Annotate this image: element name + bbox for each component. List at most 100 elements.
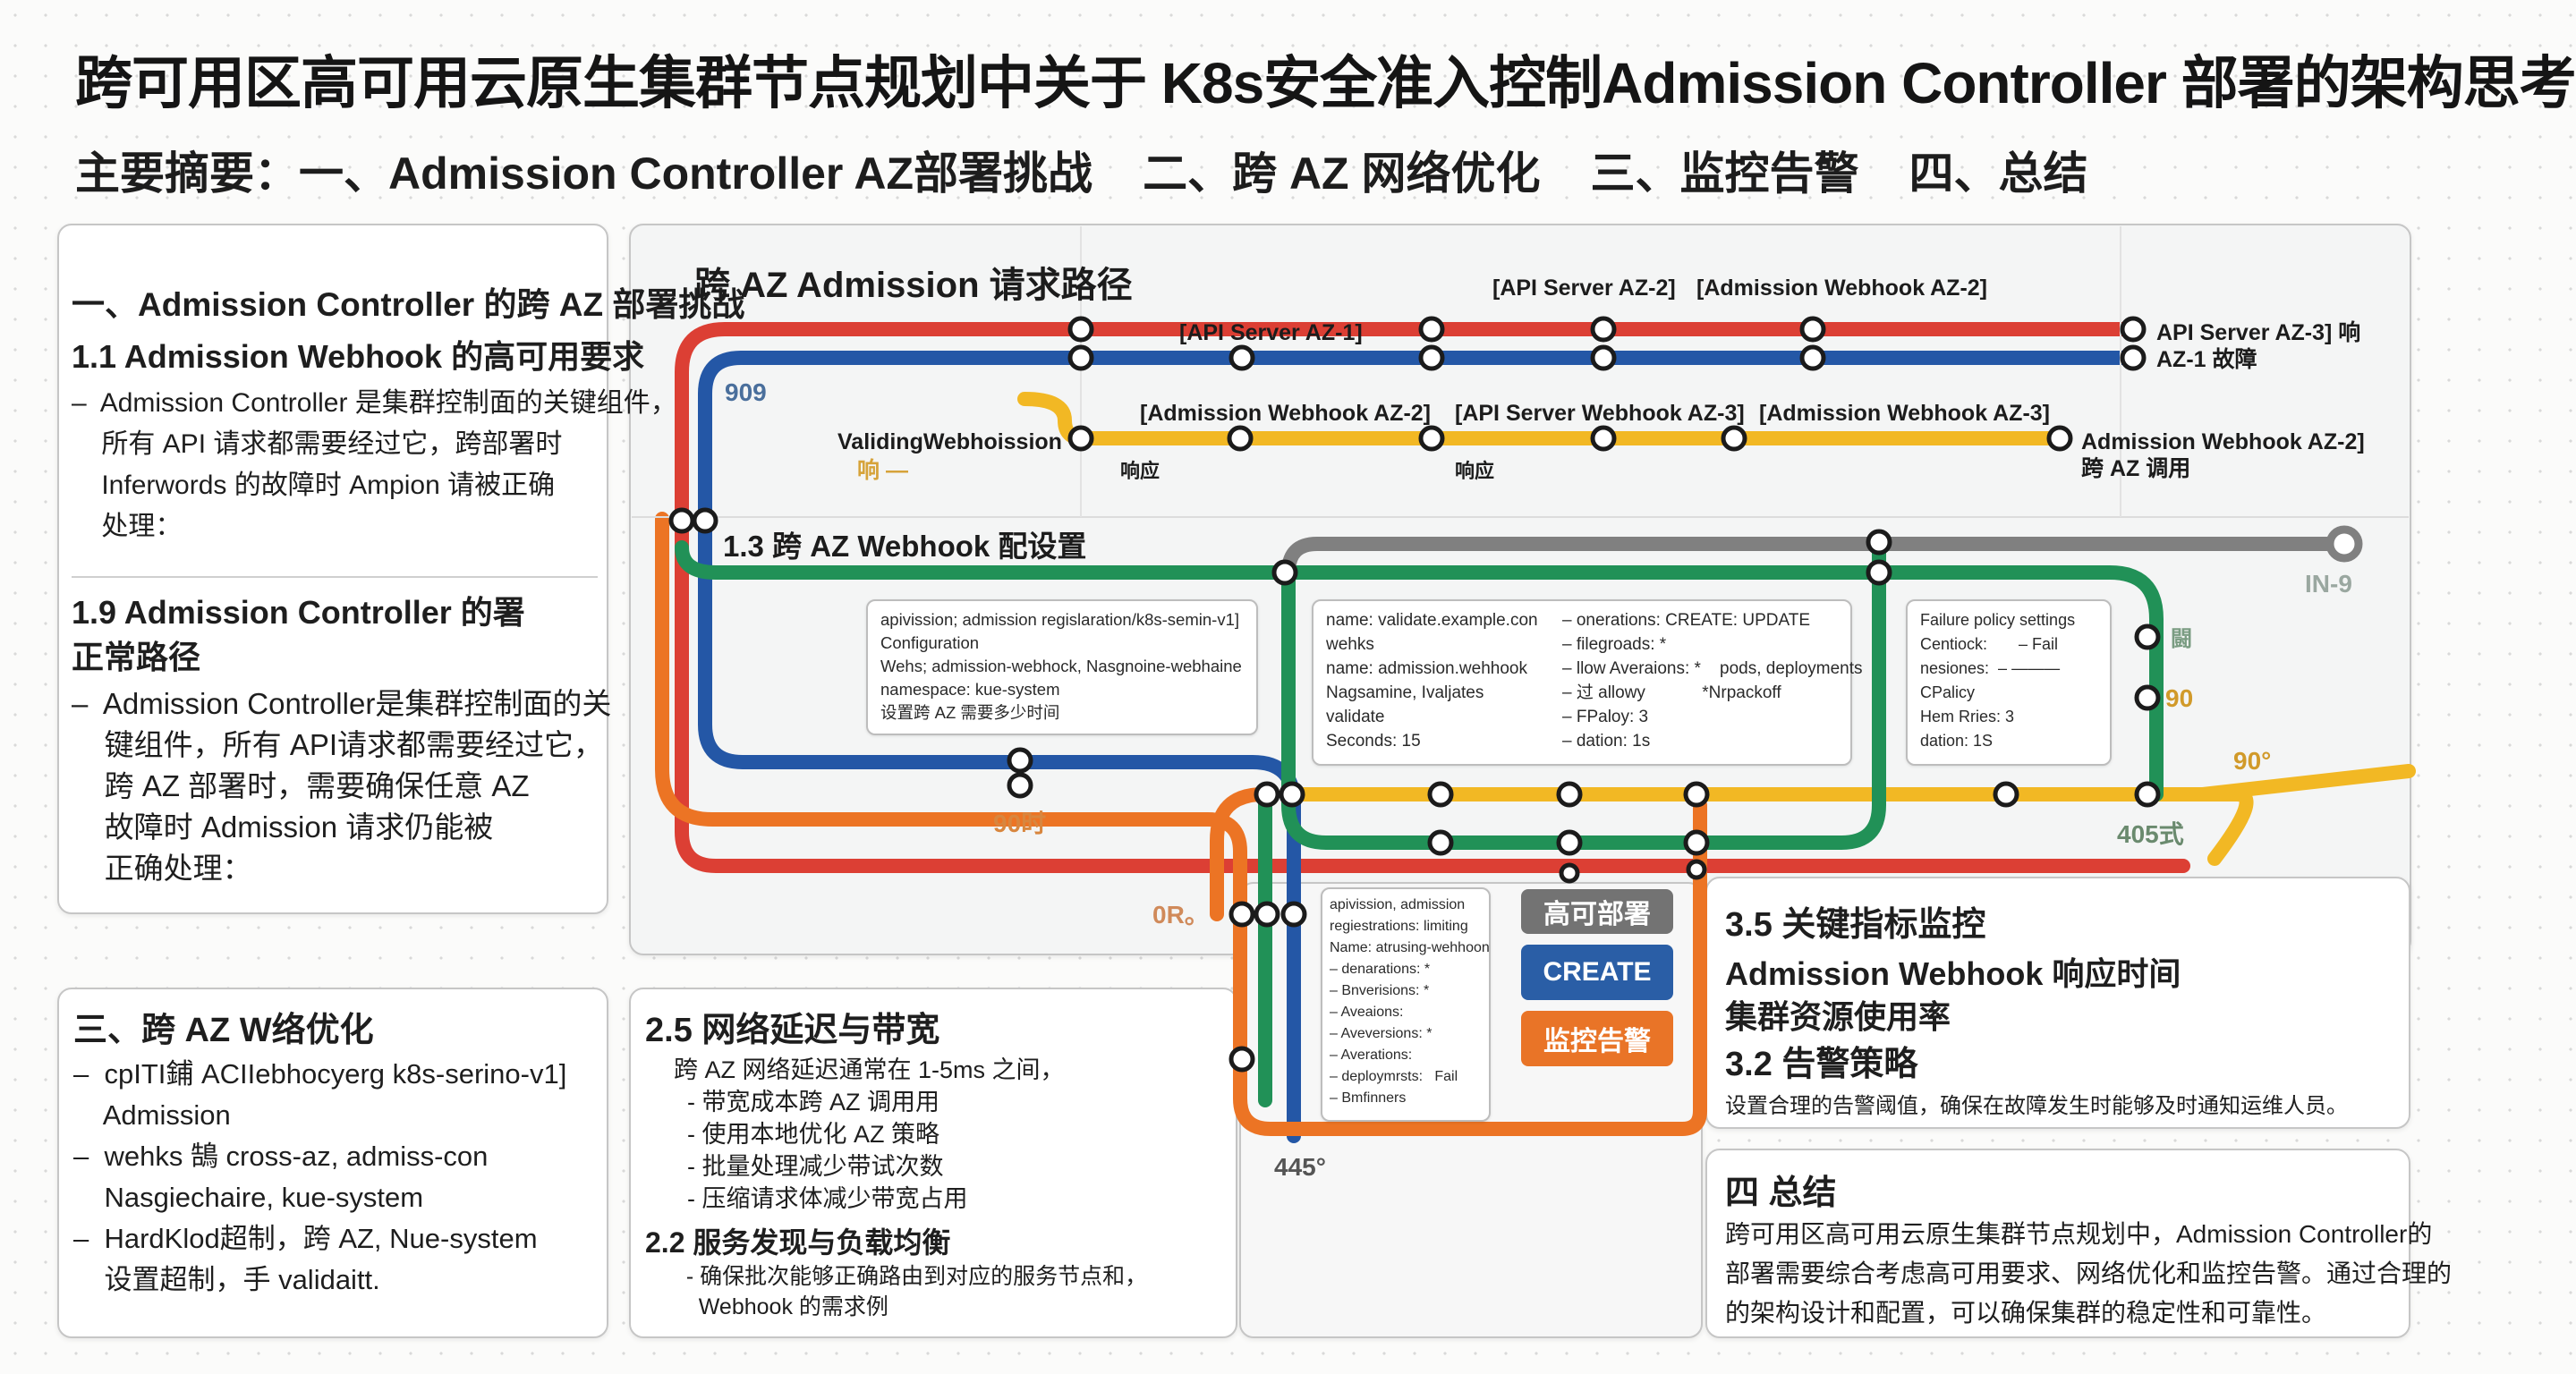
label-webhook-az3: [Admission Webhook AZ-3] <box>1759 401 2050 426</box>
label-num-90a: 90 <box>2165 684 2193 712</box>
label-webhook-az2-top: [Admission Webhook AZ-2] <box>1696 276 1987 301</box>
challenge-panel: 一、Admission Controller 的跨 AZ 部署挑战 1.1 Ad… <box>57 224 744 914</box>
station <box>1007 772 1033 799</box>
label-num-905: 90时 <box>993 810 1046 837</box>
station <box>2120 316 2147 343</box>
challenge-sub1: 1.1 Admission Webhook 的高可用要求 <box>72 338 645 375</box>
diagram-panel <box>629 224 2411 955</box>
station <box>2134 781 2161 808</box>
label-cross-az-call: 跨 AZ 调用 <box>2081 456 2190 481</box>
station <box>2134 623 2161 650</box>
network-panel: 三、跨 AZ W络优化 – cpITI鋪 ACIIebhocyerg k8s-s… <box>57 988 608 1338</box>
divider <box>72 576 598 578</box>
ha-deploy-badge: 高可部署 <box>1521 889 1673 934</box>
monitor-heading: 3.5 关键指标监控 <box>1725 906 1986 944</box>
challenge-text1: – Admission Controller 是集群控制面的关键组件， 所有 A… <box>72 388 677 541</box>
label-webhook-az2-mid: [Admission Webhook AZ-2] <box>1140 401 1431 426</box>
station <box>2134 684 2161 711</box>
orange-line <box>655 512 1707 1136</box>
station <box>1993 781 2019 808</box>
station <box>1007 747 1033 774</box>
latency-panel: 2.5 网络延迟与带宽 跨 AZ 网络延迟通常在 1-5ms 之间， - 带宽成… <box>629 988 1237 1338</box>
station <box>1067 316 1094 343</box>
challenge-text2: – Admission Controller是集群控制面的关 键组件，所有 AP… <box>72 687 612 885</box>
summary-bar: 主要摘要：一、Admission Controller AZ部署挑战 二、跨 A… <box>75 136 2138 204</box>
label-response-2: 响应 <box>1455 460 1494 482</box>
latency-heading: 2.5 网络延迟与带宽 <box>645 1012 940 1049</box>
page-title: 跨可用区高可用云原生集群节点规划中关于 K8s安全准入控制Admission C… <box>75 51 2576 115</box>
policy-card-text: Failure policy settings Centiock: – Fail… <box>1920 611 2076 750</box>
label-num-0r: 0R。 <box>1152 901 1210 929</box>
label-api-az3-resp: API Server AZ-3] 响 <box>2156 319 2360 345</box>
red-line <box>675 322 2190 873</box>
monitor-text: 设置合理的告警阈值，确保在故障发生时能够及时通知运维人员。 <box>1725 1094 2348 1118</box>
station <box>1590 344 1617 371</box>
station <box>1866 559 1892 586</box>
station <box>692 507 718 534</box>
monitor-line2: 集群资源使用率 <box>1725 998 1951 1035</box>
station <box>1559 862 1580 884</box>
latency-sub2: 2.2 服务发现与负载均衡 <box>645 1226 951 1259</box>
network-heading: 三、跨 AZ W络优化 <box>73 1012 374 1049</box>
config-card: apivission; admission regislaration/k8s-… <box>866 599 1258 735</box>
station <box>1590 425 1617 452</box>
station <box>1590 316 1617 343</box>
label-num-405: 405式 <box>2117 820 2184 848</box>
operations-text: – onerations: CREATE: UPDATE – filegroad… <box>1562 611 1863 751</box>
station <box>1271 559 1298 586</box>
label-response-1: 响应 <box>1120 460 1160 482</box>
station <box>1228 901 1255 928</box>
webhook-spec-card: name: validate.example.con wehks name: a… <box>1312 599 1863 766</box>
station <box>1227 425 1254 452</box>
station <box>1067 344 1094 371</box>
label-right-icon: 闘 <box>2171 627 2192 651</box>
station <box>1254 901 1280 928</box>
label-az1-fail: AZ-1 故障 <box>2156 346 2257 372</box>
green-line <box>675 540 2164 802</box>
label-api-az2: [API Server AZ-2] <box>1492 276 1676 301</box>
monitor-sub2: 3.2 告警策略 <box>1725 1046 1918 1083</box>
station <box>1686 859 1707 880</box>
station <box>1067 425 1094 452</box>
summary-heading: 四 总结 <box>1725 1175 1837 1212</box>
terminal-station <box>2325 525 2363 563</box>
bottom-spec-text: apivission, admission regiestrations: li… <box>1330 897 1490 1106</box>
station <box>1418 425 1445 452</box>
station <box>1418 316 1445 343</box>
station <box>1683 781 1710 808</box>
label-num-445: 445° <box>1274 1153 1326 1181</box>
latency-text1: 跨 AZ 网络延迟通常在 1-5ms 之间， - 带宽成本跨 AZ 调用用 - … <box>674 1056 1065 1212</box>
label-validating-sub: 响 — <box>857 457 908 483</box>
challenge-heading: 一、Admission Controller 的跨 AZ 部署挑战 <box>72 286 745 323</box>
green-line-inner <box>1281 539 1886 850</box>
station <box>1799 344 1826 371</box>
station <box>1721 425 1747 452</box>
station <box>2046 425 2073 452</box>
label-api-webhook-az3: [API Server Webhook AZ-3] <box>1455 401 1745 426</box>
station <box>1280 901 1307 928</box>
webhook-spec-text: name: validate.example.con wehks name: a… <box>1326 611 1538 751</box>
yellow-line-lower <box>1283 764 2416 866</box>
challenge-sub2a: 1.9 Admission Controller 的署 <box>72 594 525 631</box>
create-badge: CREATE <box>1521 945 1673 1000</box>
summary-item: 四、总结 <box>1909 148 2088 199</box>
station <box>1683 829 1710 856</box>
label-num-n9: IN-9 <box>2305 570 2352 598</box>
label-webhook-az2-right: Admission Webhook AZ-2] <box>2081 429 2365 454</box>
metro-diagram: 跨 AZ Admission 请求路径 [API Server AZ-2] [A… <box>632 226 2416 1181</box>
policy-card: Failure policy settings Centiock: – Fail… <box>1906 599 2112 766</box>
bottom-spec-card: apivission, admission regiestrations: li… <box>1321 887 1491 1122</box>
network-text: – cpITI鋪 ACIIebhocyerg k8s-serino-v1] Ad… <box>73 1058 567 1295</box>
summary-item: 二、跨 AZ 网络优化 <box>1143 148 1541 199</box>
summary-panel: 四 总结 跨可用区高可用云原生集群节点规划中，Admission Control… <box>1705 1149 2452 1338</box>
summary-text: 跨可用区高可用云原生集群节点规划中，Admission Controller的 … <box>1725 1220 2453 1327</box>
station <box>1556 781 1583 808</box>
monitor-line1: Admission Webhook 响应时间 <box>1725 955 2181 992</box>
alert-badge: 监控告警 <box>1521 1011 1673 1066</box>
challenge-sub2b: 正常路径 <box>72 639 201 675</box>
station <box>1799 316 1826 343</box>
label-config-heading: 1.3 跨 AZ Webhook 配设置 <box>723 530 1086 563</box>
station <box>2120 344 2147 371</box>
latency-text2: - 确保批次能够正确路由到对应的服务节点和， Webhook 的需求例 <box>685 1264 1148 1319</box>
label-num-90b: 90° <box>2233 747 2271 775</box>
